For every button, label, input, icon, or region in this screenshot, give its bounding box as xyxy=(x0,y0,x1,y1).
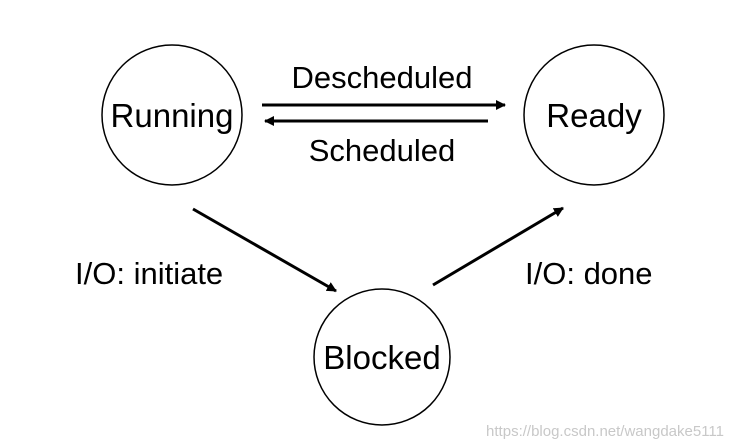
transition-io-initiate: I/O: initiate xyxy=(75,207,337,293)
descheduled-label: Descheduled xyxy=(292,60,473,95)
state-running-circle xyxy=(101,44,243,186)
transition-scheduled: Scheduled xyxy=(264,116,488,168)
io-done-label: I/O: done xyxy=(525,256,653,291)
state-blocked-label: Blocked xyxy=(323,339,440,376)
state-ready-label: Ready xyxy=(546,97,642,134)
scheduled-label: Scheduled xyxy=(309,133,456,168)
watermark-url: https://blog.csdn.net/wangdake5111 xyxy=(486,423,724,440)
transition-io-done: I/O: done xyxy=(432,206,653,291)
state-running: Running xyxy=(101,44,243,186)
state-blocked: Blocked xyxy=(313,288,451,426)
state-ready: Ready xyxy=(523,44,665,186)
state-running-label: Running xyxy=(111,97,234,134)
io-initiate-label: I/O: initiate xyxy=(75,256,223,291)
transition-descheduled: Descheduled xyxy=(262,60,506,110)
state-blocked-circle xyxy=(313,288,451,426)
state-ready-circle xyxy=(523,44,665,186)
io-initiate-arrow xyxy=(192,207,337,293)
io-done-arrow xyxy=(432,206,564,287)
